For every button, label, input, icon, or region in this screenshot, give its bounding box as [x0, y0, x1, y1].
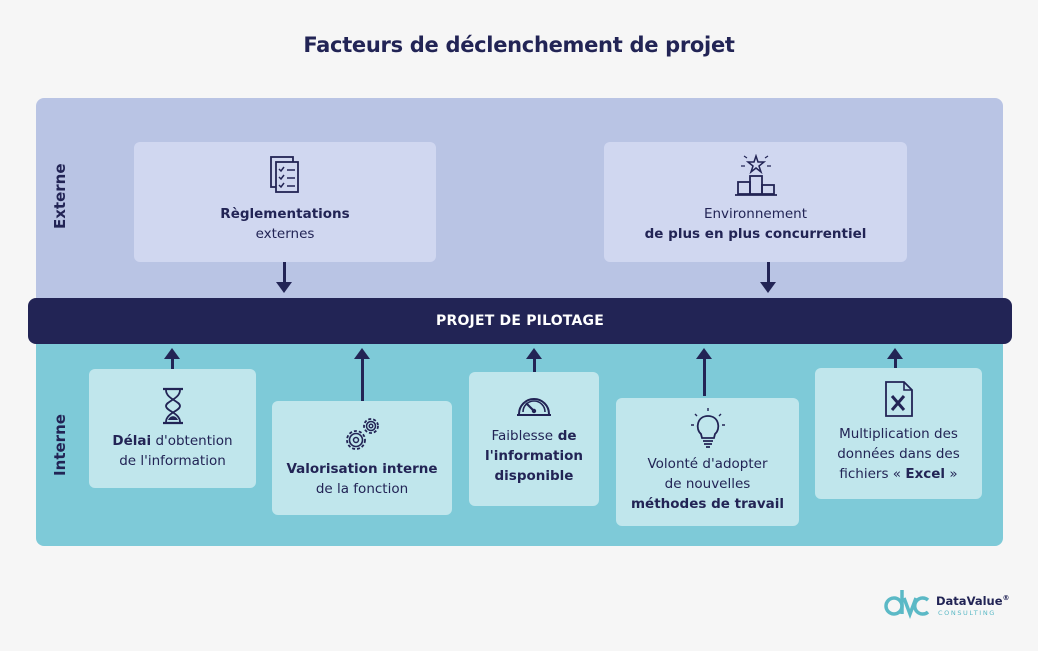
datavalue-logo-mark — [884, 590, 930, 619]
card-delai-rest: d'obtention — [151, 433, 233, 449]
card-multiplication-line1: Multiplication des — [839, 426, 958, 442]
card-environnement-line2: de plus en plus concurrentiel — [644, 226, 867, 242]
card-faiblesse-line3: disponible — [494, 468, 574, 484]
card-multiplication-post3: » — [945, 466, 958, 482]
card-delai-bold: Délai — [112, 433, 152, 449]
gears-icon — [346, 418, 379, 450]
document-checklist-icon — [270, 156, 299, 193]
card-faiblesse-line2: l'information — [485, 448, 583, 464]
logo-reg: ® — [1002, 594, 1010, 602]
card-volonte: Volonté d'adopter de nouvelles méthodes … — [616, 398, 799, 526]
card-reglementations: Règlementations externes — [134, 142, 436, 262]
logo-name: DataValue — [936, 594, 1003, 608]
card-multiplication: Multiplication des données dans des fich… — [815, 368, 982, 499]
card-multiplication-bold3: Excel — [905, 466, 946, 482]
card-reglementations-line1: Règlementations — [220, 206, 350, 222]
card-volonte-line2: de nouvelles — [664, 476, 751, 492]
card-environnement-line1: Environnement — [703, 206, 808, 222]
card-environnement: Environnement de plus en plus concurrent… — [604, 142, 907, 262]
central-bar: PROJET DE PILOTAGE — [28, 298, 1012, 344]
card-volonte-line3: méthodes de travail — [630, 496, 785, 512]
card-faiblesse: Faiblesse de l'information disponible — [469, 372, 599, 506]
card-valorisation-line1: Valorisation interne — [286, 461, 438, 477]
hourglass-icon — [162, 387, 183, 425]
logo-sub: CONSULTING — [938, 609, 996, 617]
card-reglementations-line2: externes — [255, 226, 315, 242]
card-faiblesse-bold1: de — [553, 428, 577, 444]
lightbulb-icon — [690, 408, 725, 448]
card-multiplication-pre3: fichiers « — [839, 466, 906, 482]
card-valorisation-line2: de la fonction — [315, 481, 409, 497]
card-delai-line2: de l'information — [119, 453, 226, 469]
central-bar-label: PROJET DE PILOTAGE — [436, 313, 604, 329]
diagram-title: Facteurs de déclenchement de projet — [303, 33, 735, 57]
podium-star-icon — [734, 154, 777, 196]
card-delai: Délai d'obtention de l'information — [89, 369, 256, 488]
card-faiblesse-pre: Faiblesse — [491, 428, 554, 444]
excel-file-icon — [884, 381, 913, 417]
datavalue-logo: DataValue® CONSULTING — [884, 584, 1014, 628]
internal-label: Interne — [51, 414, 69, 476]
external-label: Externe — [51, 163, 69, 229]
card-volonte-line1: Volonté d'adopter — [647, 456, 768, 472]
card-multiplication-line2: données dans des — [837, 446, 960, 462]
card-valorisation: Valorisation interne de la fonction — [272, 401, 452, 515]
gauge-icon — [517, 398, 551, 416]
